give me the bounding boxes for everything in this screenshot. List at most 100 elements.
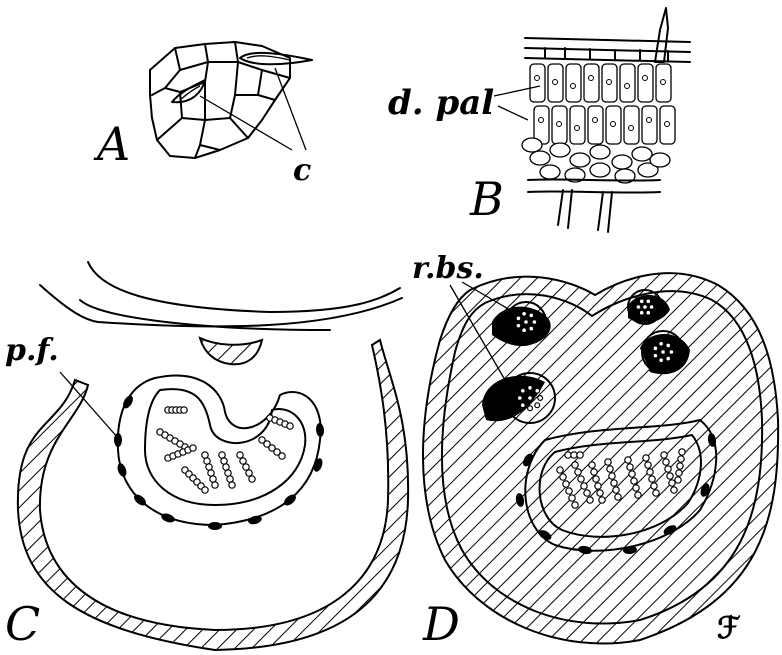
cell-nucleus <box>593 118 598 123</box>
upper-lamina <box>40 262 402 330</box>
callout-c: c <box>293 153 311 188</box>
xylem-vessel <box>611 480 617 486</box>
bundle-vessel <box>643 305 648 310</box>
cell-nucleus <box>539 118 544 123</box>
spongy-cell <box>550 143 570 157</box>
xylem-vessel <box>676 470 682 476</box>
bundle-vessel <box>529 326 534 331</box>
xylem-vessel <box>212 482 218 488</box>
palisade-cell <box>566 64 581 102</box>
xylem-vessel <box>595 483 601 489</box>
bundle-vessel <box>661 350 666 355</box>
xylem-vessel <box>589 462 595 468</box>
xylem-vessel <box>575 469 581 475</box>
bundle-vessel <box>669 350 674 355</box>
trichome-upper <box>655 8 668 62</box>
xylem-vessel <box>569 495 575 501</box>
xylem-vessel <box>181 407 187 413</box>
palisade-cell <box>530 64 545 102</box>
xylem-vessel <box>246 470 252 476</box>
bundle-vessel <box>639 299 644 304</box>
upper-ridge <box>200 338 262 364</box>
xylem-vessel <box>566 488 572 494</box>
bundle-vessel <box>646 310 651 315</box>
xylem-vessel <box>243 464 249 470</box>
xylem-vessel <box>287 423 293 429</box>
bundle-vessel <box>639 310 644 315</box>
xylem-vessel <box>627 464 633 470</box>
cell-nucleus <box>571 84 576 89</box>
xylem-vessel <box>605 459 611 465</box>
cell-nucleus <box>589 76 594 81</box>
xylem-vessel <box>678 456 684 462</box>
cell-nucleus <box>553 80 558 85</box>
bundle-vessel <box>646 299 651 304</box>
bundle-vessel <box>517 396 522 401</box>
xylem-vessel <box>633 485 639 491</box>
xylem-vessel <box>560 474 566 480</box>
xylem-vessel <box>653 490 659 496</box>
bundle-vessel <box>538 396 543 401</box>
xylem-vessel <box>643 455 649 461</box>
xylem-vessel <box>613 487 619 493</box>
palisade-cell <box>624 106 639 144</box>
xylem-vessel <box>649 476 655 482</box>
xylem-vessel <box>629 471 635 477</box>
xylem-vessel <box>671 487 677 493</box>
bundle-vessel <box>532 320 537 325</box>
xylem-vessel <box>645 462 651 468</box>
cell-nucleus <box>625 84 630 89</box>
bundle-vessel <box>528 385 533 390</box>
xylem-vessel <box>675 477 681 483</box>
cell-nucleus <box>643 76 648 81</box>
figure-c: p.f. C <box>5 262 408 651</box>
figure-d-label: D <box>422 597 460 651</box>
xylem-vessel <box>665 466 671 472</box>
spongy-cell <box>522 138 542 152</box>
bundle-vessel <box>535 388 540 393</box>
figure-c-label: C <box>5 597 40 651</box>
bundle-vessel <box>666 356 671 361</box>
xylem-vessel <box>577 452 583 458</box>
bundle-vessel <box>653 353 658 358</box>
xylem-vessel <box>578 476 584 482</box>
spongy-cell <box>590 145 610 159</box>
bundle-vessel <box>649 305 654 310</box>
epidermis-cells <box>150 42 290 158</box>
xylem-vessel <box>593 476 599 482</box>
bundle-vessel <box>529 313 534 318</box>
spongy-cell <box>612 155 632 169</box>
xylem-vessel <box>647 469 653 475</box>
bundle-vessel <box>528 396 533 401</box>
xylem-vessel <box>631 478 637 484</box>
palisade-cell <box>638 64 653 102</box>
leader-dpal-2 <box>498 106 528 120</box>
xylem-vessel <box>581 483 587 489</box>
palisade-cell <box>620 64 635 102</box>
xylem-vessel <box>599 497 605 503</box>
xylem-vessel <box>587 497 593 503</box>
callout-d-pal: d. pal <box>388 83 494 123</box>
xylem-vessel <box>597 490 603 496</box>
xylem-vessel <box>229 482 235 488</box>
xylem-vessel <box>202 487 208 493</box>
bundle-vessel <box>653 346 658 351</box>
xylem-vessels <box>157 407 293 493</box>
bundle-vessel <box>528 406 533 411</box>
bundle-vessel <box>520 403 525 408</box>
bundle-vessel <box>522 311 527 316</box>
spongy-cell <box>570 153 590 167</box>
xylem-vessel <box>661 452 667 458</box>
xylem-vessel <box>663 459 669 465</box>
figure-a: A c <box>93 42 312 188</box>
leader-c-2 <box>200 96 292 150</box>
xylem-vessel <box>557 467 563 473</box>
bundle-vessel <box>520 388 525 393</box>
bundle-vessel <box>666 343 671 348</box>
spongy-cell <box>590 163 610 177</box>
xylem-vessel <box>237 452 243 458</box>
cortex-ring <box>18 340 408 650</box>
callout-pf: p.f. <box>5 333 59 368</box>
bundle-vessel <box>522 328 527 333</box>
bundle-vessel <box>516 323 521 328</box>
